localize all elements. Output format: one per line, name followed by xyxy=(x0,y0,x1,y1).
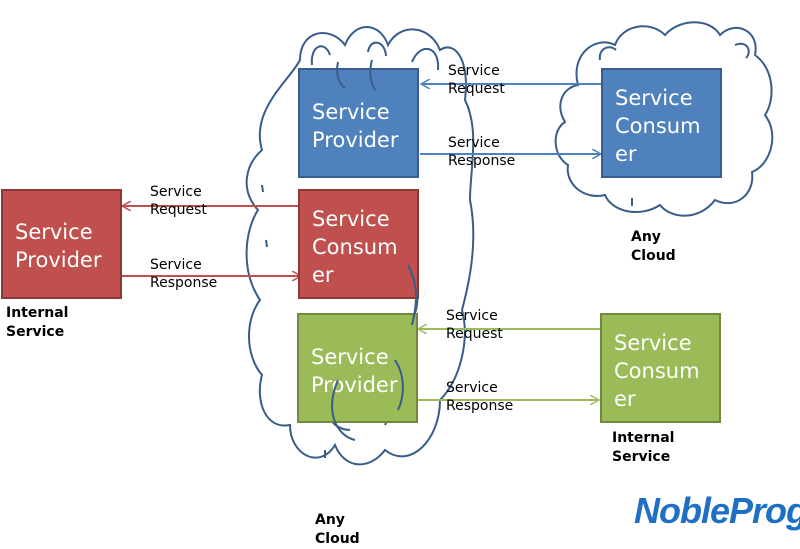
label-line: Request xyxy=(446,326,503,342)
any-cloud-caption-bottom: Any Cloud xyxy=(315,511,360,549)
box-label-line: Provider xyxy=(15,248,102,272)
green-response-label: Service Response xyxy=(446,379,513,415)
caption-line: Internal xyxy=(6,305,69,321)
box-label-line: Service xyxy=(312,100,390,124)
any-cloud-service-consumer-box: Service Consum er xyxy=(601,68,722,178)
box-label-line: Service xyxy=(312,207,390,231)
label-line: Response xyxy=(150,275,218,291)
label-line: Response xyxy=(448,153,516,169)
caption-line: Any xyxy=(315,512,345,528)
label-line: Request xyxy=(150,202,207,218)
caption-line: Service xyxy=(6,324,65,340)
box-label-line: Provider xyxy=(312,128,399,152)
blue-response-label: Service Response xyxy=(448,134,515,170)
any-cloud-caption-right: Any Cloud xyxy=(631,228,676,266)
cloud-service-consumer-box: Service Consum er xyxy=(298,189,419,299)
nobleprog-logo: NobleProg xyxy=(634,490,800,531)
label-line: Service xyxy=(150,257,202,273)
label-line: Service xyxy=(448,63,500,79)
box-label-line: Service xyxy=(615,86,693,110)
box-label-line: Consum xyxy=(614,359,700,383)
right-cloud-shape xyxy=(554,21,774,217)
caption-line: Cloud xyxy=(631,248,676,264)
box-label-line: Provider xyxy=(311,373,398,397)
label-line: Response xyxy=(446,398,514,414)
label-line: Service xyxy=(446,380,498,396)
box-label-line: er xyxy=(615,142,637,166)
blue-request-label: Service Request xyxy=(448,62,505,98)
box-label-line: er xyxy=(312,263,334,287)
box-label-line: er xyxy=(614,387,636,411)
label-line: Request xyxy=(448,81,505,97)
caption-line: Internal xyxy=(612,430,675,446)
red-request-label: Service Request xyxy=(150,183,207,219)
internal-service-consumer-box: Service Consum er xyxy=(600,313,721,423)
cloud-service-provider-box: Service Provider xyxy=(298,68,419,178)
box-label-line: Consum xyxy=(615,114,701,138)
caption-line: Cloud xyxy=(315,531,360,547)
internal-service-caption-left: Internal Service xyxy=(6,304,68,342)
box-label-line: Service xyxy=(15,220,93,244)
red-response-label: Service Response xyxy=(150,256,217,292)
cloud-service-provider-green-box: Service Provider xyxy=(297,313,418,423)
internal-service-caption-right: Internal Service xyxy=(612,429,674,467)
box-label-line: Service xyxy=(311,345,389,369)
box-label-line: Service xyxy=(614,331,692,355)
green-request-label: Service Request xyxy=(446,307,503,343)
caption-line: Service xyxy=(612,449,671,465)
box-label-line: Consum xyxy=(312,235,398,259)
caption-line: Any xyxy=(631,229,661,245)
label-line: Service xyxy=(446,308,498,324)
label-line: Service xyxy=(448,135,500,151)
label-line: Service xyxy=(150,184,202,200)
internal-service-provider-box: Service Provider xyxy=(1,189,122,299)
